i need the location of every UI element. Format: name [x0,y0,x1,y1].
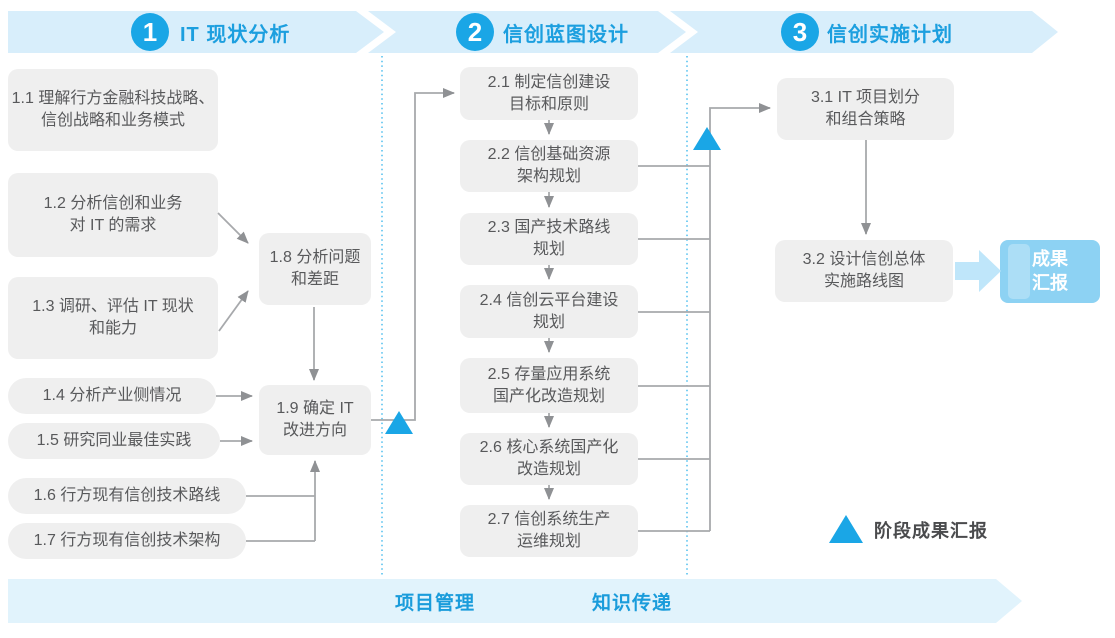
result-report-box: 成果 汇报 [1000,240,1100,303]
result-arrow-icon [955,250,1001,292]
bottom-support-band [8,579,1022,623]
legend-triangle-icon [829,515,863,543]
legend-milestone-label: 阶段成果汇报 [874,521,988,541]
connector-bus-to-3-1 [709,103,771,531]
connector-1-2-to-1-8 [217,212,249,244]
connector-1-9-to-2-1 [371,88,455,421]
milestone-triangle-phase1 [385,411,413,434]
phase-3-title: 信创实施计划 [827,23,953,46]
connector-1-3-to-1-8 [218,290,249,332]
phase-3-number-badge: 3 [781,13,819,51]
box-1-4: 1.4 分析产业侧情况 [8,378,216,414]
phase-2-title: 信创蓝图设计 [503,23,629,46]
phase-2-number-badge: 2 [456,13,494,51]
box-1-9: 1.9 确定 IT 改进方向 [259,385,371,455]
milestone-triangle-phase2 [693,127,721,150]
box-2-1: 2.1 制定信创建设 目标和原则 [460,67,638,120]
box-1-8: 1.8 分析问题 和差距 [259,233,371,305]
box-1-7: 1.7 行方现有信创技术架构 [8,523,246,559]
bottom-label-knowledge-transfer: 知识传递 [592,592,673,614]
result-report-label: 成果 汇报 [1032,249,1068,293]
box-3-2: 3.2 设计信创总体 实施路线图 [775,240,953,302]
box-2-7: 2.7 信创系统生产 运维规划 [460,505,638,557]
box-1-2: 1.2 分析信创和业务 对 IT 的需求 [8,173,218,257]
box-1-3: 1.3 调研、评估 IT 现状 和能力 [8,277,218,359]
bottom-label-project-management: 项目管理 [395,592,476,614]
box-1-6: 1.6 行方现有信创技术路线 [8,478,246,514]
box-2-3: 2.3 国产技术路线 规划 [460,213,638,265]
phase-header-band [8,11,1058,53]
phase-1-number-badge: 1 [131,13,169,51]
box-1-5: 1.5 研究同业最佳实践 [8,423,220,459]
phase-1-title: IT 现状分析 [180,23,291,46]
box-1-1: 1.1 理解行方金融科技战略、 信创战略和业务模式 [8,69,218,151]
box-2-4: 2.4 信创云平台建设 规划 [460,285,638,338]
box-2-5: 2.5 存量应用系统 国产化改造规划 [460,358,638,413]
box-2-2: 2.2 信创基础资源 架构规划 [460,140,638,192]
box-3-1: 3.1 IT 项目划分 和组合策略 [777,78,954,140]
result-box-highlight-stripe [1008,244,1030,299]
box-2-6: 2.6 核心系统国产化 改造规划 [460,433,638,485]
